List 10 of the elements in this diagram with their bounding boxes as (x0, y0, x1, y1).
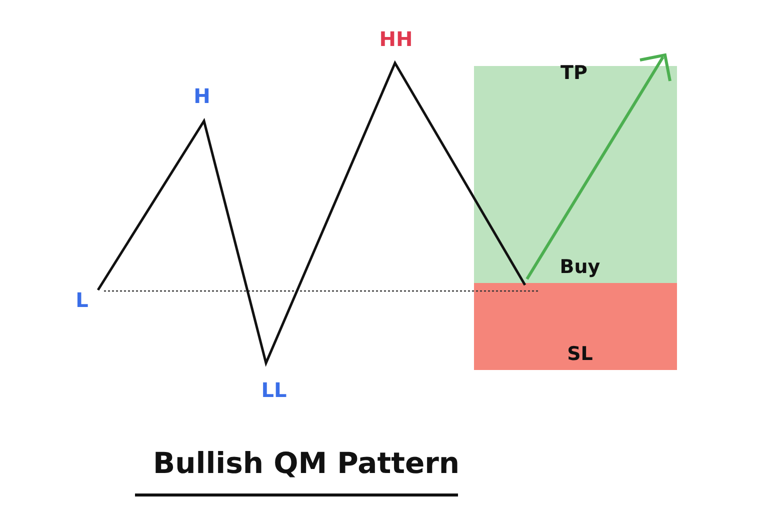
diagram-title: Bullish QM Pattern (153, 446, 460, 480)
take-profit-zone (474, 66, 677, 283)
zone-label: Buy (560, 256, 600, 278)
pivot-label: H (194, 84, 210, 108)
zone-label: TP (560, 62, 588, 84)
stop-loss-zone (474, 283, 677, 370)
zone-label: SL (567, 343, 593, 365)
pivot-label: L (76, 288, 88, 312)
pivot-label: LL (261, 378, 287, 402)
pivot-label: HH (379, 27, 413, 51)
